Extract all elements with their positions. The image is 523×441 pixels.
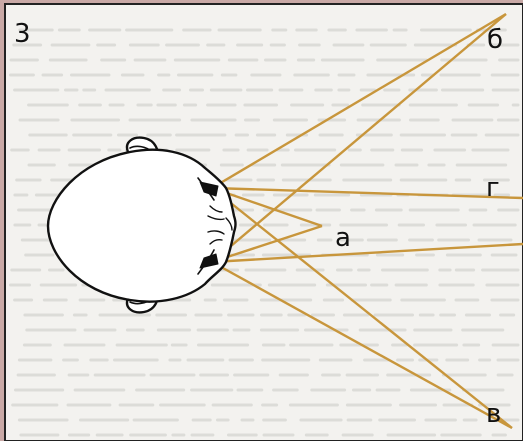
- label-a: а: [335, 223, 351, 253]
- label-g: г: [486, 173, 500, 203]
- panel-number: 3: [14, 19, 31, 49]
- label-b: б: [487, 25, 503, 55]
- label-v: в: [486, 399, 501, 429]
